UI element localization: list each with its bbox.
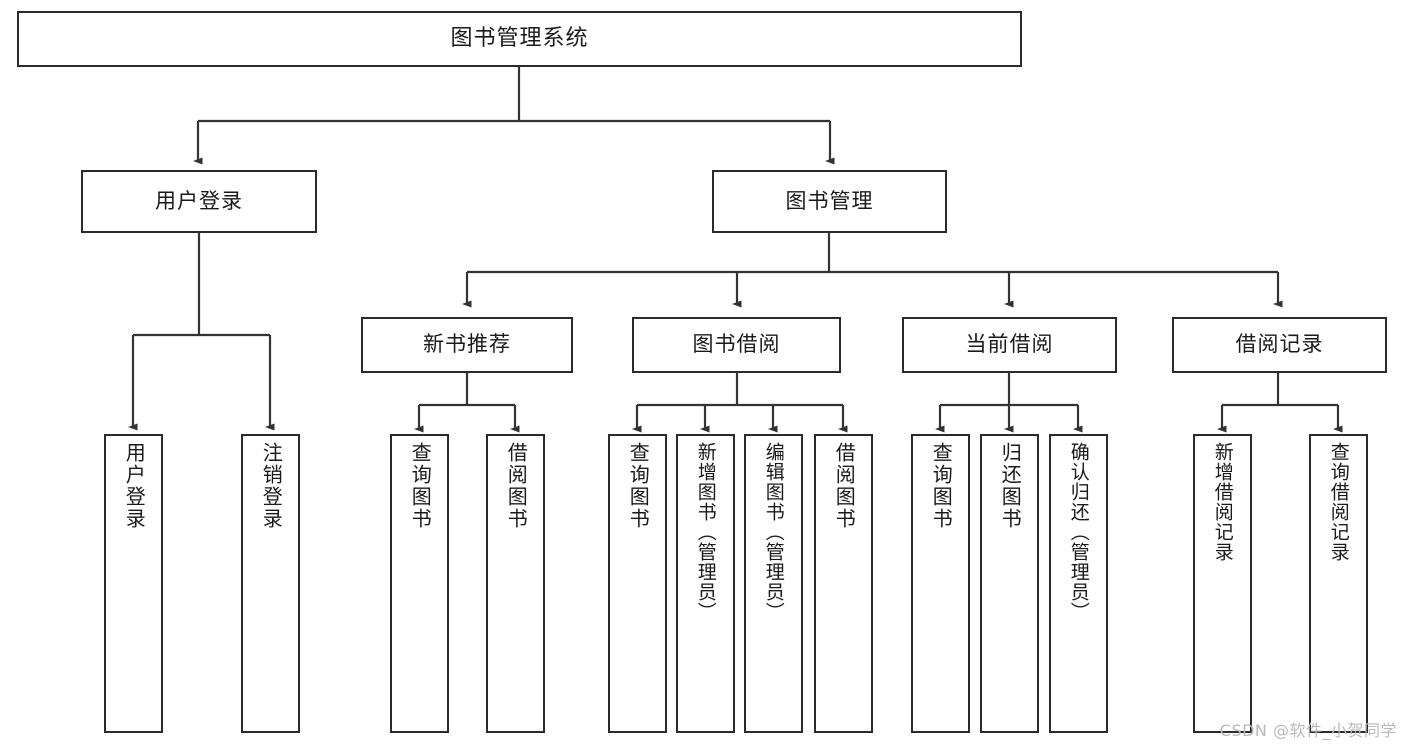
leaf-current-borrow-confirm-return-admin[interactable]: 确认归还（管理员）	[1049, 434, 1108, 733]
node-label: 图书借阅	[692, 332, 781, 357]
node-root-book-management-system[interactable]: 图书管理系统	[17, 11, 1022, 67]
node-book-management[interactable]: 图书管理	[712, 170, 947, 233]
node-current-borrow[interactable]: 当前借阅	[902, 317, 1117, 373]
leaf-current-borrow-query-book[interactable]: 查询图书	[911, 434, 970, 733]
leaf-new-book-borrow-book[interactable]: 借阅图书	[486, 434, 545, 733]
node-label: 用户登录	[155, 188, 243, 213]
leaf-label: 编辑图书（管理员）	[762, 442, 785, 622]
leaf-label: 查询借阅记录	[1327, 442, 1350, 562]
node-label: 当前借阅	[965, 332, 1054, 357]
node-label: 图书管理	[785, 188, 874, 213]
node-label: 借阅记录	[1235, 332, 1324, 357]
node-user-login[interactable]: 用户登录	[81, 170, 317, 233]
leaf-book-borrow-add-book-admin[interactable]: 新增图书（管理员）	[676, 434, 735, 733]
leaf-label: 用户登录	[122, 442, 147, 530]
leaf-label: 新增借阅记录	[1211, 442, 1234, 562]
leaf-label: 新增图书（管理员）	[694, 442, 717, 622]
node-label: 新书推荐	[423, 332, 511, 357]
node-book-borrow[interactable]: 图书借阅	[632, 317, 841, 373]
leaf-label: 归还图书	[998, 442, 1023, 530]
leaf-label: 借阅图书	[832, 442, 857, 530]
leaf-label: 注销登录	[259, 442, 284, 530]
node-label: 图书管理系统	[450, 25, 589, 51]
leaf-book-borrow-borrow-book[interactable]: 借阅图书	[814, 434, 873, 733]
leaf-borrow-record-add-record[interactable]: 新增借阅记录	[1193, 434, 1252, 733]
leaf-label: 确认归还（管理员）	[1067, 442, 1090, 622]
leaf-user-login-login[interactable]: 用户登录	[104, 434, 163, 733]
leaf-book-borrow-edit-book-admin[interactable]: 编辑图书（管理员）	[744, 434, 803, 733]
leaf-book-borrow-query-book[interactable]: 查询图书	[608, 434, 667, 733]
leaf-label: 借阅图书	[504, 442, 529, 530]
leaf-current-borrow-return-book[interactable]: 归还图书	[980, 434, 1039, 733]
leaf-new-book-query-book[interactable]: 查询图书	[390, 434, 449, 733]
leaf-user-login-logout[interactable]: 注销登录	[241, 434, 300, 733]
leaf-label: 查询图书	[626, 442, 651, 530]
node-new-book-recommend[interactable]: 新书推荐	[361, 317, 573, 373]
leaf-borrow-record-query-record[interactable]: 查询借阅记录	[1309, 434, 1368, 733]
csdn-watermark: CSDN @软件_小贺同学	[1219, 721, 1397, 740]
node-borrow-record[interactable]: 借阅记录	[1172, 317, 1387, 373]
leaf-label: 查询图书	[929, 442, 954, 530]
leaf-label: 查询图书	[408, 442, 433, 530]
